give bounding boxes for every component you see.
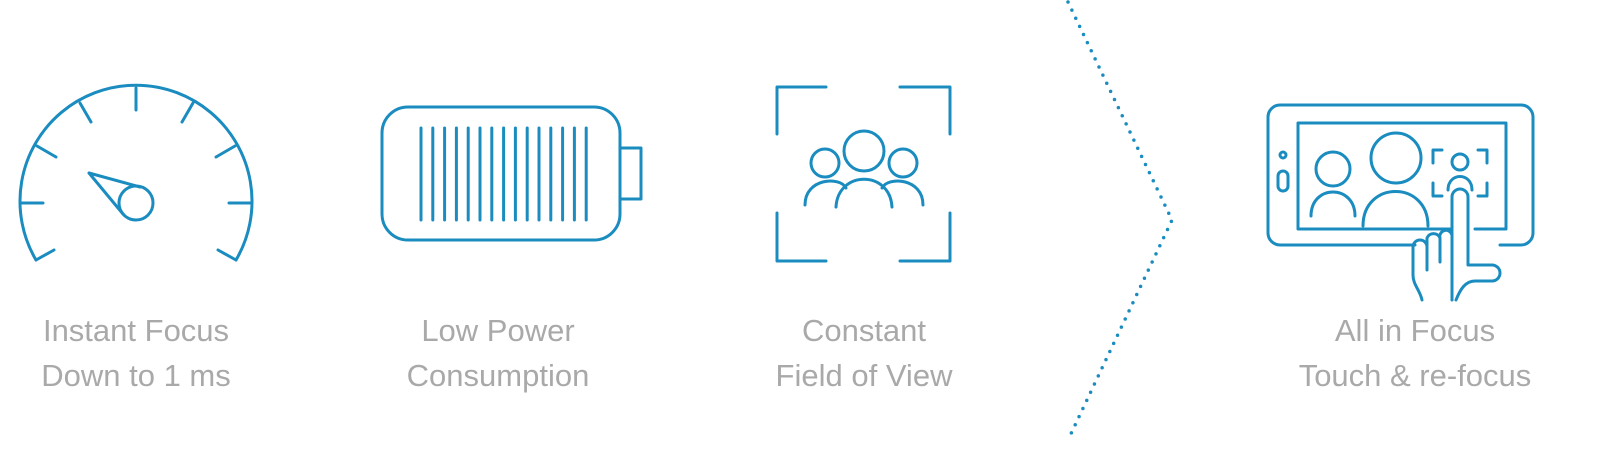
feature-1-subtitle: Down to 1 ms (41, 358, 231, 393)
feature-3-subtitle: Field of View (776, 358, 954, 393)
feature-2-title: Low Power (421, 313, 574, 348)
speedometer-icon (18, 83, 254, 262)
group-in-frame-icon (775, 85, 952, 263)
battery-icon (380, 105, 643, 242)
feature-3-title: Constant (802, 313, 926, 348)
feature-2-subtitle: Consumption (407, 358, 590, 393)
feature-1-title: Instant Focus (43, 313, 229, 348)
feature-4-subtitle: Touch & re-focus (1299, 358, 1532, 393)
dotted-divider (1066, 0, 1174, 442)
tablet-touch-icon (1266, 103, 1535, 302)
feature-4-title: All in Focus (1335, 313, 1495, 348)
